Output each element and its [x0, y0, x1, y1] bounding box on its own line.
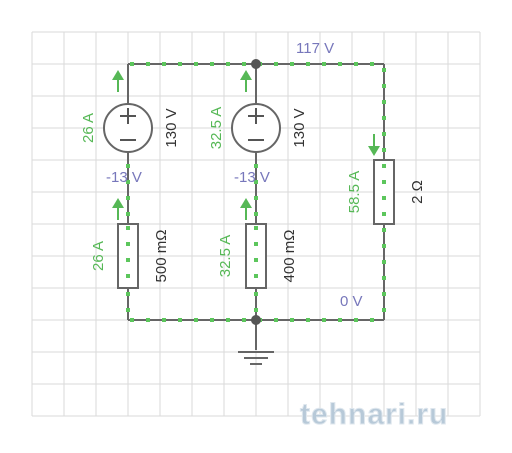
current-arrow-icon [368, 134, 380, 156]
ground-icon [238, 351, 274, 365]
junction-top [251, 59, 261, 69]
current-dashes [126, 62, 386, 322]
resistor-2-value: 400 mΩ [281, 230, 298, 283]
watermark: tehnari.ru [300, 398, 448, 431]
source-1-voltage: 130 V [163, 108, 180, 147]
resistor-1-value: 500 mΩ [153, 230, 170, 283]
resistor-3[interactable] [373, 159, 395, 225]
resistor-2-current: 32.5 A [217, 235, 234, 278]
current-arrow-icon [112, 198, 124, 220]
current-arrow-icon [240, 70, 252, 92]
source-2-voltage: 130 V [291, 108, 308, 147]
voltage-source-2[interactable] [231, 103, 281, 153]
current-arrows [112, 70, 380, 220]
current-arrow-icon [112, 70, 124, 92]
node-voltage-mid-left: -13 V [106, 169, 142, 186]
node-voltage-bottom: 0 V [340, 293, 363, 310]
resistor-1[interactable] [117, 223, 139, 289]
resistor-1-current: 26 A [90, 241, 107, 271]
junction-bottom [251, 315, 261, 325]
current-arrow-icon [240, 198, 252, 220]
source-2-current: 32.5 A [208, 107, 225, 150]
node-voltage-mid-center: -13 V [234, 169, 270, 186]
source-1-current: 26 A [80, 113, 97, 143]
resistor-3-value: 2 Ω [409, 180, 426, 204]
resistor-2[interactable] [245, 223, 267, 289]
voltage-source-1[interactable] [103, 103, 153, 153]
node-voltage-top: 117 V [296, 40, 334, 57]
resistor-3-current: 58.5 A [346, 171, 363, 214]
